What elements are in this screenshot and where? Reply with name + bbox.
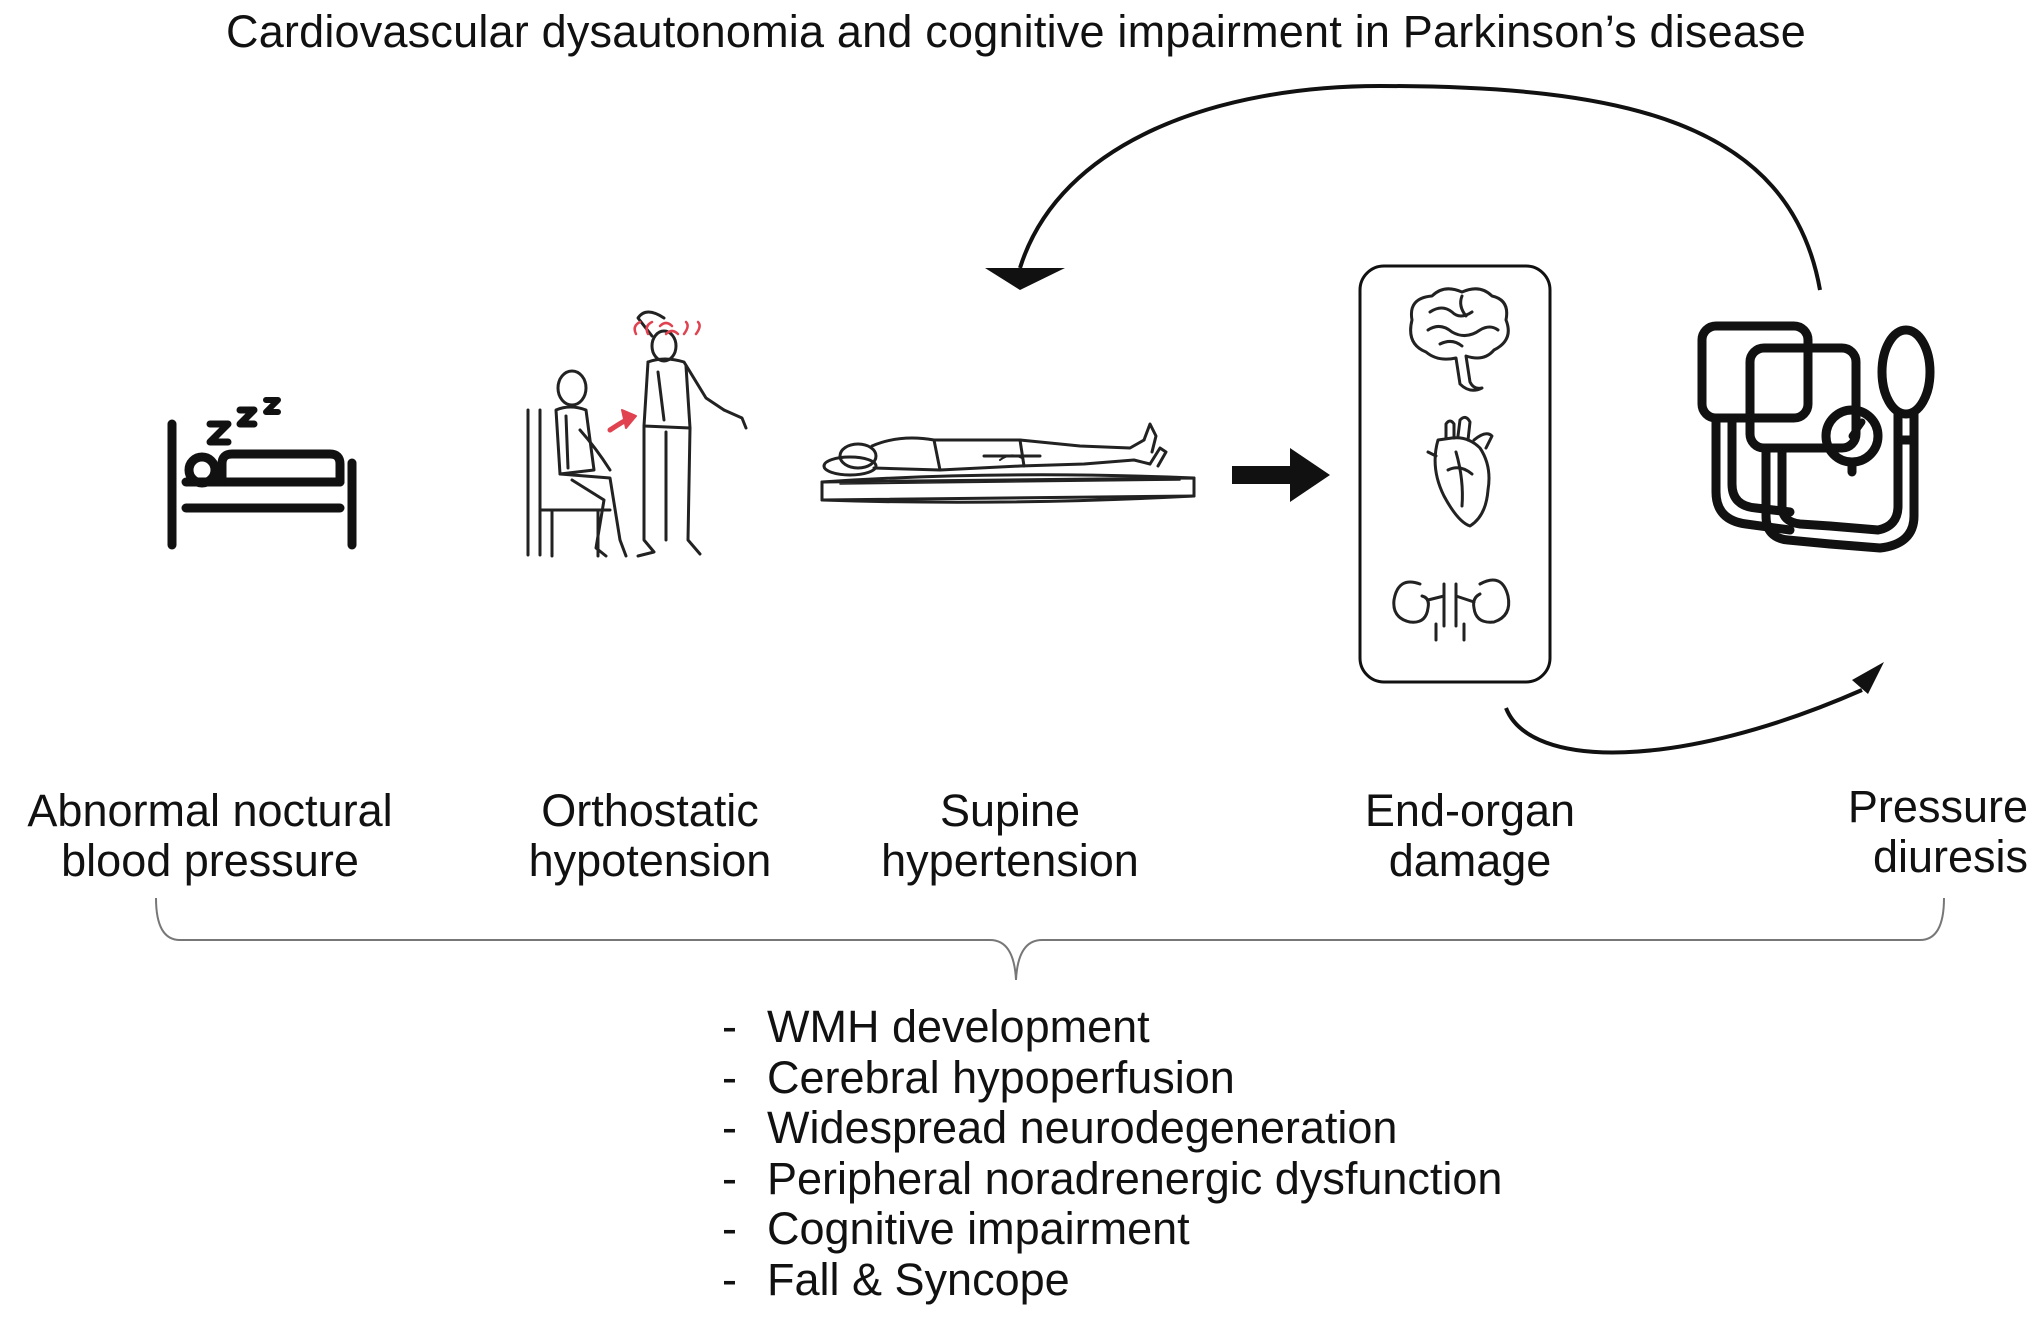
list-item: -Widespread neurodegeneration [722, 1102, 1502, 1154]
consequence-text: Widespread neurodegeneration [767, 1102, 1398, 1153]
bed-sleep-icon [167, 397, 357, 550]
label-orthostatic-hypotension: Orthostatic hypotension [500, 786, 800, 886]
label-line-2: hypotension [528, 835, 772, 886]
consequence-text: Peripheral noradrenergic dysfunction [767, 1152, 1503, 1204]
label-end-organ-damage: End-organ damage [1320, 786, 1620, 886]
diuresis-arrowhead-icon [1852, 662, 1884, 694]
sitting-standing-dizzy-person-icon [526, 310, 748, 558]
block-arrow-right-icon [1232, 448, 1330, 502]
consequence-text: Fall & Syncope [767, 1253, 1070, 1305]
consequence-text: WMH development [767, 1001, 1150, 1052]
list-item: -Peripheral noradrenergic dysfunction [722, 1152, 1503, 1205]
bullet-dash: - [722, 1253, 737, 1305]
supine-person-icon [820, 422, 1196, 504]
consequence-text: Cognitive impairment [767, 1203, 1190, 1254]
bullet-dash: - [722, 1001, 737, 1052]
brain-icon [1409, 287, 1510, 392]
label-line-2: blood pressure [61, 835, 359, 886]
label-line-2: diuresis [1872, 831, 2028, 882]
consequences-list: -WMH development -Cerebral hypoperfusion… [722, 1001, 1503, 1306]
feedback-arrowhead-icon [985, 268, 1065, 290]
label-line-1: End-organ [1364, 785, 1576, 836]
diagram-title: Cardiovascular dysautonomia and cognitiv… [226, 6, 1806, 57]
list-item: -WMH development [722, 1001, 1502, 1053]
organs-box-icon [1358, 264, 1552, 684]
grouping-bracket [155, 897, 1945, 981]
label-line-1: Supine [939, 785, 1081, 836]
bullet-dash: - [722, 1102, 737, 1153]
heart-icon [1426, 415, 1494, 528]
kidney-icon [1392, 578, 1511, 642]
label-line-2: hypertension [881, 835, 1139, 886]
feedback-arrow-to-supine [1018, 83, 1822, 291]
bullet-dash: - [722, 1051, 737, 1103]
label-pressure-diuresis: Pressure diuresis [1808, 782, 2028, 882]
label-abnormal-nocturnal-bp: Abnormal noctural blood pressure [6, 786, 414, 886]
bullet-dash: - [722, 1203, 737, 1254]
consequence-text: Cerebral hypoperfusion [767, 1051, 1235, 1103]
label-line-1: Pressure [1847, 781, 2028, 832]
list-item: -Cerebral hypoperfusion [722, 1051, 1502, 1104]
label-line-1: Orthostatic [541, 785, 759, 836]
label-supine-hypertension: Supine hypertension [860, 786, 1160, 886]
organs-to-diuresis-arrow [1504, 688, 1863, 755]
list-item: -Fall & Syncope [722, 1253, 1502, 1306]
bullet-dash: - [722, 1152, 737, 1204]
label-line-1: Abnormal noctural [27, 785, 393, 836]
list-item: -Cognitive impairment [722, 1203, 1502, 1255]
label-line-2: damage [1388, 835, 1552, 886]
sphygmomanometer-icon [1697, 321, 1935, 553]
